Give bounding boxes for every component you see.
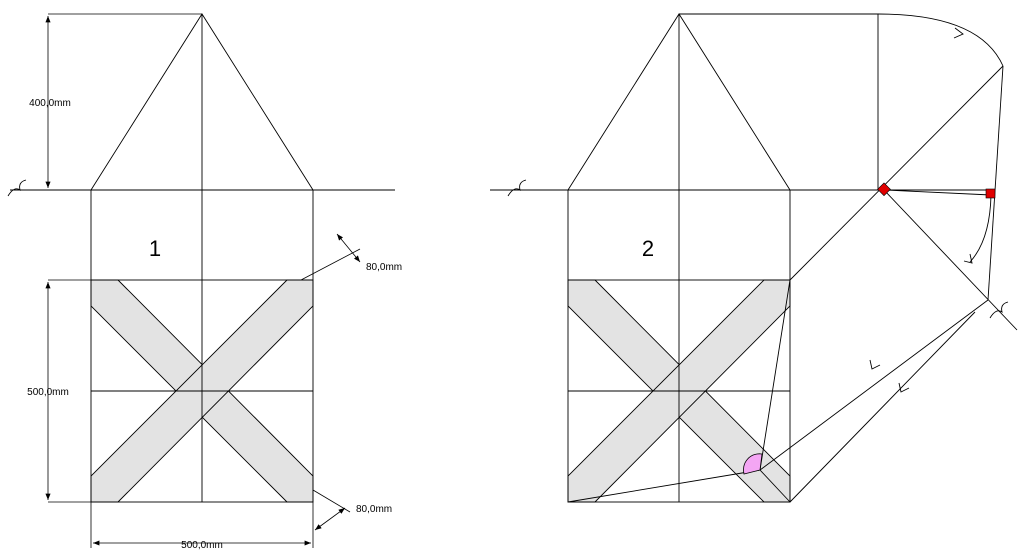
diagonal-construction-line — [789, 65, 1004, 281]
dim-height-top-label: 400,0mm — [29, 98, 71, 109]
arc-lower-arrow — [963, 253, 973, 264]
arc-lower — [969, 194, 992, 263]
figure-1-label: 1 — [149, 236, 161, 261]
break-symbol — [7, 179, 27, 197]
arc-top-arrow — [953, 27, 964, 39]
dim-band-top-line — [336, 233, 361, 263]
fold-diagonal — [883, 189, 1018, 331]
dim-height-square-label: 500,0mm — [27, 387, 69, 398]
figure-1: 400,0mm 500,0mm 500,0mm 80,0mm 80,0mm 1 — [7, 13, 402, 551]
long-diagonal-inner — [759, 299, 989, 471]
marker-connector-line — [883, 189, 992, 196]
dim-band-top-label: 80,0mm — [366, 262, 402, 273]
dim-band-bottom-label: 80,0mm — [356, 504, 392, 515]
diagonal-arrow-1 — [869, 359, 881, 370]
right-edge-line — [987, 65, 1004, 301]
angle-marker — [743, 453, 763, 475]
angle-line-bottom — [567, 469, 761, 503]
diagonal-arrow-2 — [898, 382, 910, 393]
red-diamond-marker — [877, 182, 891, 197]
break-symbol — [507, 179, 527, 197]
angle-line-top — [759, 279, 791, 471]
angle-line-corner — [759, 469, 791, 503]
long-diagonal-outer — [789, 311, 976, 503]
dim-band-top-ext — [300, 248, 361, 281]
figure-2-label: 2 — [642, 236, 654, 261]
arc-top — [877, 13, 1004, 67]
dim-band-bottom-line — [314, 507, 346, 531]
dim-width-label: 500,0mm — [181, 540, 223, 551]
figure-2: 2 — [490, 13, 1018, 503]
red-square-marker — [985, 188, 996, 199]
break-symbol-right — [989, 301, 1009, 319]
